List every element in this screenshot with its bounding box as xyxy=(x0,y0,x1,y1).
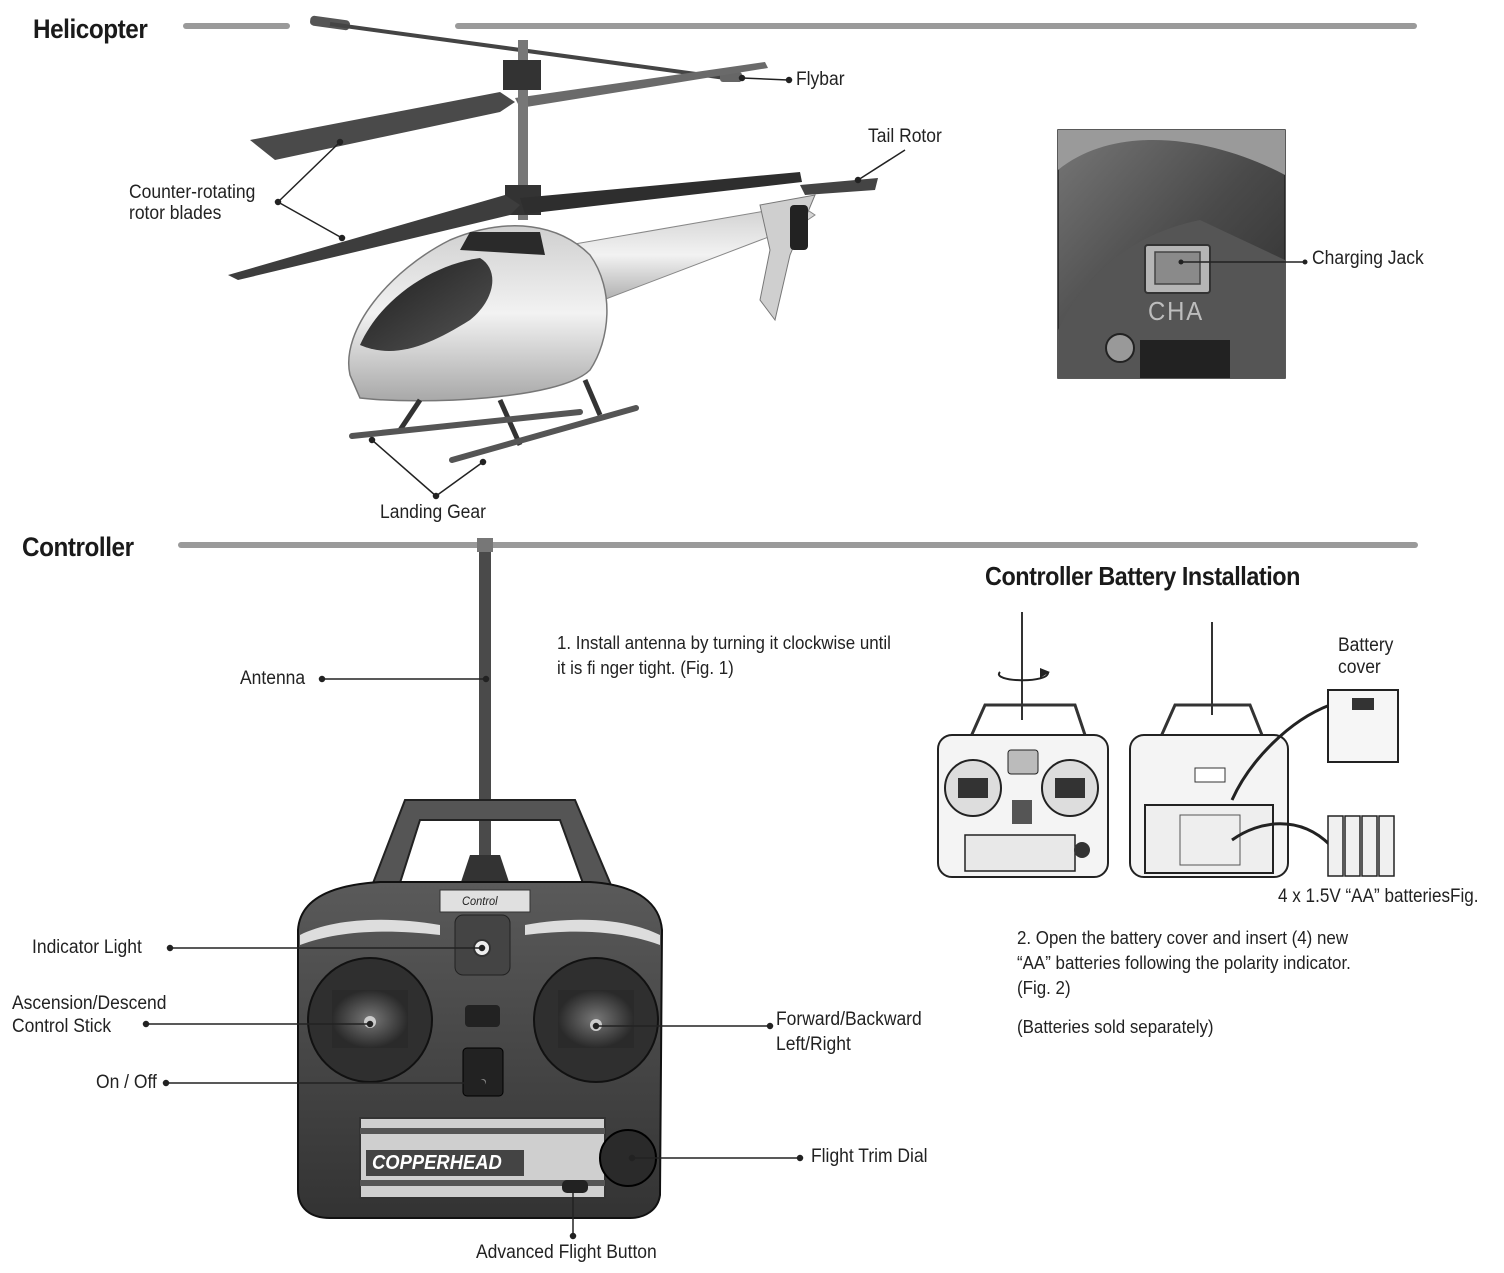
on-off-label: On / Off xyxy=(96,1072,157,1093)
flight-trim-dial-label: Flight Trim Dial xyxy=(811,1146,928,1167)
ascension-label-line1: Ascension/Descend xyxy=(12,993,167,1014)
controller-heading: Controller xyxy=(22,532,134,562)
rotor-blades-label-line1: Counter-rotating xyxy=(129,182,256,203)
control-badge: Control xyxy=(462,894,498,908)
rotor-blades-label-line2: rotor blades xyxy=(129,203,222,224)
controller-illustration xyxy=(297,538,664,1219)
helicopter-rule-short xyxy=(183,23,290,29)
cha-mark: CHA xyxy=(1148,296,1205,326)
charging-jack-label: Charging Jack xyxy=(1312,248,1424,269)
forward-backward-label-line2: Left/Right xyxy=(776,1034,851,1055)
advanced-flight-button-label: Advanced Flight Button xyxy=(476,1242,657,1263)
battery-cover-label-line1: Battery xyxy=(1338,635,1394,656)
battery-cover-label-line2: cover xyxy=(1338,657,1381,678)
copperhead-brand: COPPERHEAD xyxy=(372,1152,502,1174)
flybar-label: Flybar xyxy=(796,69,845,90)
ascension-label-line2: Control Stick xyxy=(12,1016,112,1037)
helicopter-rule-long xyxy=(455,23,1417,29)
battery-fig-front xyxy=(937,612,1109,878)
forward-backward-label-line1: Forward/Backward xyxy=(776,1009,922,1030)
batteries-label: 4 x 1.5V “AA” batteriesFig. xyxy=(1278,886,1479,907)
helicopter-heading: Helicopter xyxy=(33,14,148,44)
battery-fig-back xyxy=(1129,622,1399,878)
antenna-label: Antenna xyxy=(240,668,306,689)
helicopter-leaders xyxy=(274,74,906,500)
battery-insert-step: 2. Open the battery cover and insert (4)… xyxy=(1017,928,1351,998)
indicator-light-label: Indicator Light xyxy=(32,937,142,958)
antenna-install-step: 1. Install antenna by turning it clockwi… xyxy=(557,633,891,678)
landing-gear-label: Landing Gear xyxy=(380,502,486,523)
helicopter-illustration xyxy=(228,15,878,463)
controller-rule xyxy=(178,542,1418,548)
battery-install-heading: Controller Battery Installation xyxy=(985,561,1300,591)
tail-rotor-label: Tail Rotor xyxy=(868,126,942,147)
controller-leaders xyxy=(142,675,804,1240)
charging-jack-photo xyxy=(1057,129,1308,379)
batteries-sold-separately-note: (Batteries sold separately) xyxy=(1017,1017,1214,1037)
